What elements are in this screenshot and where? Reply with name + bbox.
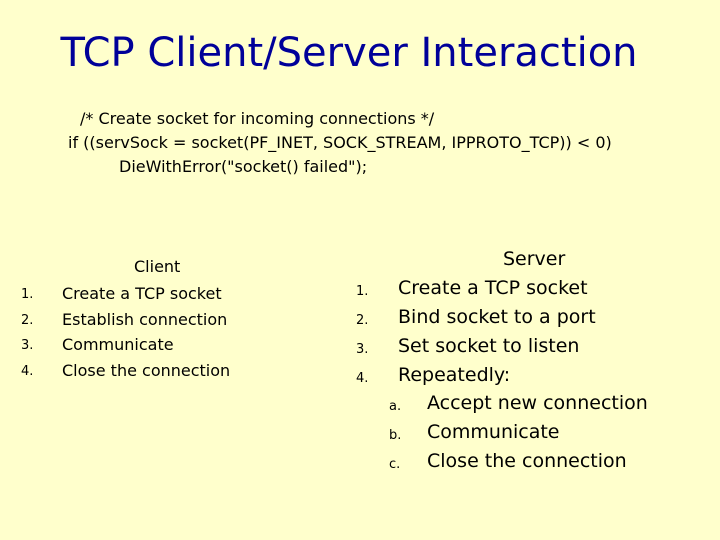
client-step-label: Establish connection [62, 310, 228, 329]
client-step-number: 2. [21, 313, 34, 328]
server-step-number: 3. [356, 342, 369, 357]
server-step-number: 1. [356, 284, 369, 299]
server-step-label: Bind socket to a port [398, 306, 596, 328]
slide-title: TCP Client/Server Interaction [60, 30, 638, 76]
server-substep-letter: a. [389, 399, 402, 414]
server-step-label: Create a TCP socket [398, 277, 588, 299]
server-substep-label: Communicate [427, 421, 560, 443]
server-substep-letter: c. [389, 457, 401, 472]
server-substep-letter: b. [389, 428, 402, 443]
client-step-label: Communicate [62, 335, 174, 354]
client-step-number: 3. [21, 338, 34, 353]
code-line-error: DieWithError("socket() failed"); [119, 157, 368, 176]
client-step-label: Close the connection [62, 361, 231, 380]
server-heading: Server [503, 248, 566, 270]
server-step-label: Repeatedly: [398, 364, 511, 386]
client-step-number: 1. [21, 287, 34, 302]
code-line-comment: /* Create socket for incoming connection… [80, 109, 435, 128]
server-substep-label: Accept new connection [427, 392, 648, 414]
code-line-if: if ((servSock = socket(PF_INET, SOCK_STR… [68, 133, 612, 152]
server-substep-label: Close the connection [427, 450, 627, 472]
client-step-number: 4. [21, 364, 34, 379]
server-step-number: 2. [356, 313, 369, 328]
server-step-number: 4. [356, 371, 369, 386]
server-step-label: Set socket to listen [398, 335, 580, 357]
client-heading: Client [134, 257, 181, 276]
client-step-label: Create a TCP socket [62, 284, 222, 303]
